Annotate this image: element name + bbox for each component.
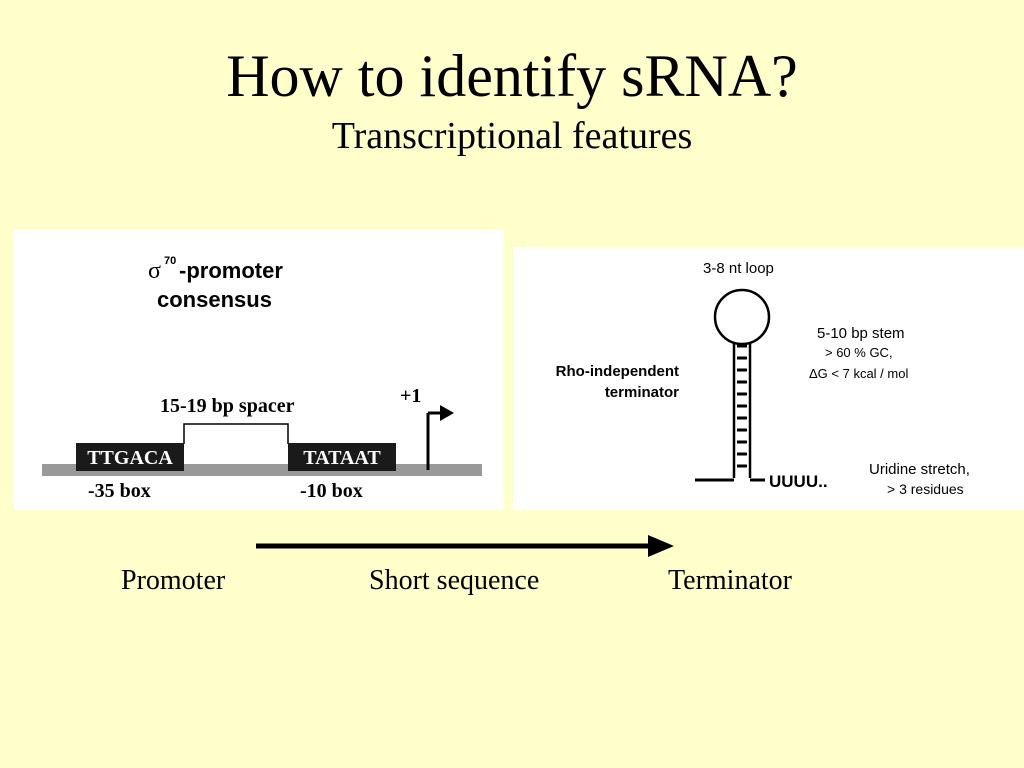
terminator-diagram: 3-8 nt loop UUUU.. 5-10 bp stem > 60 % G…: [556, 260, 970, 497]
terminator-name-line2: terminator: [605, 384, 679, 401]
stem-label-line2: > 60 % GC,: [825, 345, 893, 360]
flow-arrow: [256, 535, 674, 557]
hairpin-loop: [713, 288, 771, 346]
box10-sequence: TATAAT: [303, 447, 381, 469]
spacer-label: 15-19 bp spacer: [160, 395, 295, 417]
spacer-bracket: [183, 423, 289, 444]
stem-base-pairs: [737, 344, 747, 468]
tss-arrow-icon: [440, 405, 454, 421]
flow-label-promoter: Promoter: [121, 565, 226, 596]
flow-label-terminator: Terminator: [668, 565, 792, 596]
flow-label-short-sequence: Short sequence: [369, 565, 540, 596]
loop-label: 3-8 nt loop: [703, 260, 774, 277]
plus-one-label: +1: [400, 385, 421, 407]
promoter-heading-line2: consensus: [157, 287, 272, 312]
sigma-symbol: σ: [148, 258, 161, 284]
promoter-heading-line1: -promoter: [179, 258, 283, 283]
terminator-panel: 3-8 nt loop UUUU.. 5-10 bp stem > 60 % G…: [513, 247, 1024, 510]
flow-arrow-head-icon: [648, 535, 674, 557]
slide-title: How to identify sRNA?: [226, 43, 798, 109]
stem-label-line3: ΔG < 7 kcal / mol: [809, 366, 908, 381]
box35: [76, 443, 184, 471]
promoter-panel: σ 70 -promoter consensus 15-19 bp spacer…: [14, 230, 504, 510]
uuuu-label: UUUU..: [769, 472, 828, 491]
sigma-superscript: 70: [164, 255, 176, 267]
slide-subtitle: Transcriptional features: [331, 115, 693, 157]
box10-label: -10 box: [300, 480, 363, 502]
uridine-label-line2: > 3 residues: [887, 481, 964, 497]
box35-label: -35 box: [88, 480, 151, 502]
box10: [288, 443, 396, 471]
promoter-diagram: σ 70 -promoter consensus 15-19 bp spacer…: [42, 255, 482, 502]
box35-sequence: TTGACA: [87, 447, 173, 469]
stem-label-line1: 5-10 bp stem: [817, 325, 905, 342]
terminator-name-line1: Rho-independent: [556, 363, 679, 380]
uridine-label-line1: Uridine stretch,: [869, 461, 970, 478]
